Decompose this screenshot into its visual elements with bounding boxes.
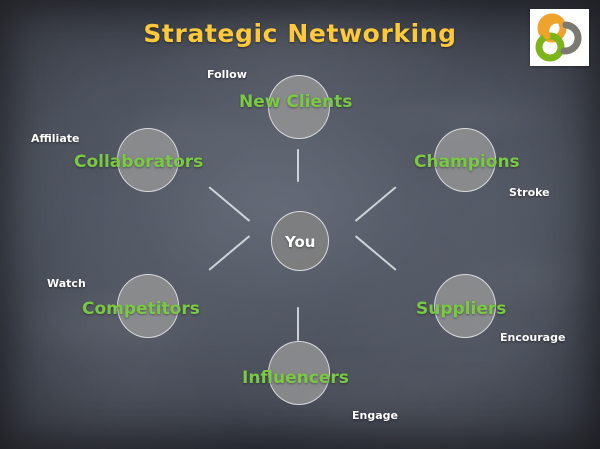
node-circle-champions[interactable] bbox=[434, 128, 496, 192]
node-circle-new-clients[interactable] bbox=[268, 75, 330, 139]
node-circle-you[interactable] bbox=[271, 211, 329, 271]
logo-svg bbox=[535, 13, 582, 62]
node-verb-influencers: Engage bbox=[352, 409, 398, 422]
node-circle-influencers[interactable] bbox=[268, 341, 330, 405]
node-label-collaborators: Collaborators bbox=[74, 152, 204, 172]
logo-ring-gray bbox=[560, 21, 582, 55]
node-circle-suppliers[interactable] bbox=[434, 274, 496, 338]
node-circle-collaborators[interactable] bbox=[117, 128, 179, 192]
node-label-suppliers: Suppliers bbox=[416, 299, 507, 319]
node-verb-new-clients: Follow bbox=[207, 68, 247, 81]
node-label-influencers: Influencers bbox=[242, 368, 349, 388]
page-title: Strategic Networking bbox=[143, 19, 457, 48]
node-verb-suppliers: Encourage bbox=[500, 331, 566, 344]
node-label-competitors: Competitors bbox=[82, 299, 200, 319]
interlocking-rings-logo bbox=[530, 9, 589, 66]
node-label-champions: Champions bbox=[414, 152, 520, 172]
node-circle-competitors[interactable] bbox=[117, 274, 179, 338]
node-label-you: You bbox=[285, 233, 316, 251]
node-label-new-clients: New Clients bbox=[239, 92, 353, 112]
logo-ring-green bbox=[535, 32, 565, 62]
node-verb-champions: Stroke bbox=[509, 186, 550, 199]
node-verb-competitors: Watch bbox=[47, 277, 86, 290]
node-verb-collaborators: Affiliate bbox=[31, 132, 80, 145]
